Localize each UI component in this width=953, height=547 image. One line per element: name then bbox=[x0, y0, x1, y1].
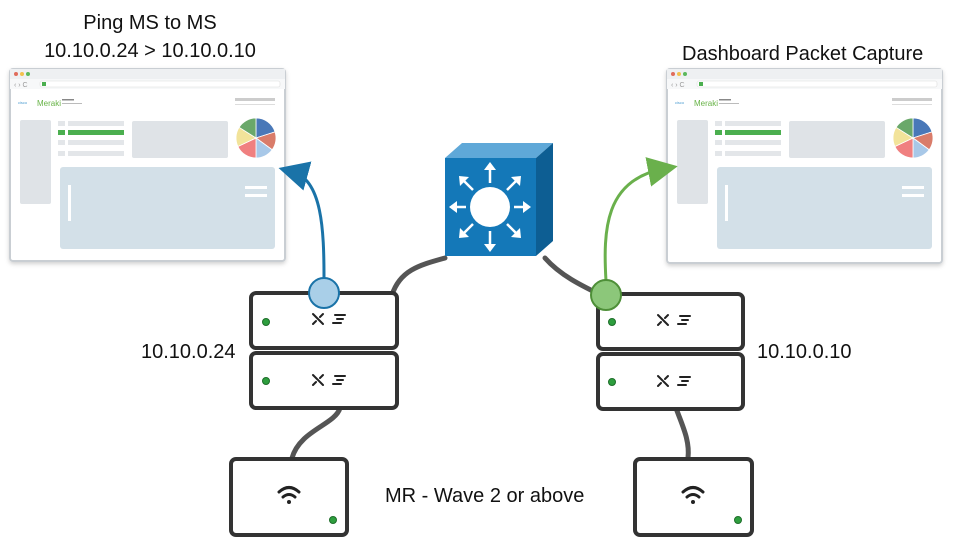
left-title-line2: 10.10.0.24 > 10.10.0.10 bbox=[44, 40, 256, 62]
meraki-logo: Meraki bbox=[694, 99, 718, 108]
ms-switch-icon bbox=[657, 375, 691, 387]
left-tap-point bbox=[308, 277, 340, 309]
left-browser-window: ‹ › C cisco Meraki bbox=[9, 68, 286, 262]
left-ip-label: 10.10.0.24 bbox=[141, 341, 236, 363]
status-led bbox=[734, 516, 742, 524]
status-led bbox=[608, 378, 616, 386]
window-close-dot bbox=[671, 72, 675, 76]
window-min-dot bbox=[677, 72, 681, 76]
window-max-dot bbox=[26, 72, 30, 76]
right-switch-bottom bbox=[596, 352, 745, 411]
status-led bbox=[608, 318, 616, 326]
nav-arrows-icon: ‹ › C bbox=[14, 82, 28, 89]
left-capture-arrow bbox=[278, 161, 326, 279]
right-title: Dashboard Packet Capture bbox=[682, 43, 924, 65]
window-min-dot bbox=[20, 72, 24, 76]
right-ip-label: 10.10.0.10 bbox=[757, 341, 852, 363]
left-access-point bbox=[229, 457, 349, 537]
core-switch bbox=[445, 143, 553, 256]
cable-left-stack-to-core bbox=[389, 255, 448, 298]
core-switch-arrows-icon bbox=[449, 162, 531, 252]
pie-slice-5 bbox=[238, 117, 257, 139]
left-pie-chart bbox=[235, 117, 277, 159]
right-capture-arrow bbox=[603, 157, 678, 282]
nav-arrows-icon: ‹ › C bbox=[671, 82, 685, 89]
wifi-icon bbox=[681, 486, 705, 504]
right-browser-window: ‹ › C cisco Meraki bbox=[666, 68, 943, 264]
status-led bbox=[262, 377, 270, 385]
ms-switch-icon bbox=[657, 314, 691, 326]
window-max-dot bbox=[683, 72, 687, 76]
status-led bbox=[262, 318, 270, 326]
cable-right-ms-to-mr bbox=[673, 405, 691, 461]
cable-left-ms-to-mr bbox=[289, 405, 343, 461]
mr-caption: MR - Wave 2 or above bbox=[385, 485, 585, 507]
right-switch-top bbox=[596, 292, 745, 351]
meraki-logo: Meraki bbox=[37, 99, 61, 108]
ms-switch-icon bbox=[312, 313, 346, 325]
ms-switch-icon bbox=[312, 374, 346, 386]
window-close-dot bbox=[14, 72, 18, 76]
right-access-point bbox=[633, 457, 754, 537]
left-title-line1: Ping MS to MS bbox=[83, 12, 217, 34]
right-pie-chart bbox=[892, 117, 934, 159]
wifi-icon bbox=[277, 486, 301, 504]
right-tap-point bbox=[590, 279, 622, 311]
left-switch-bottom bbox=[249, 351, 399, 410]
cisco-logo: cisco bbox=[18, 100, 28, 105]
status-led bbox=[329, 516, 337, 524]
pie-slice-5 bbox=[895, 117, 914, 139]
cisco-logo: cisco bbox=[675, 100, 685, 105]
